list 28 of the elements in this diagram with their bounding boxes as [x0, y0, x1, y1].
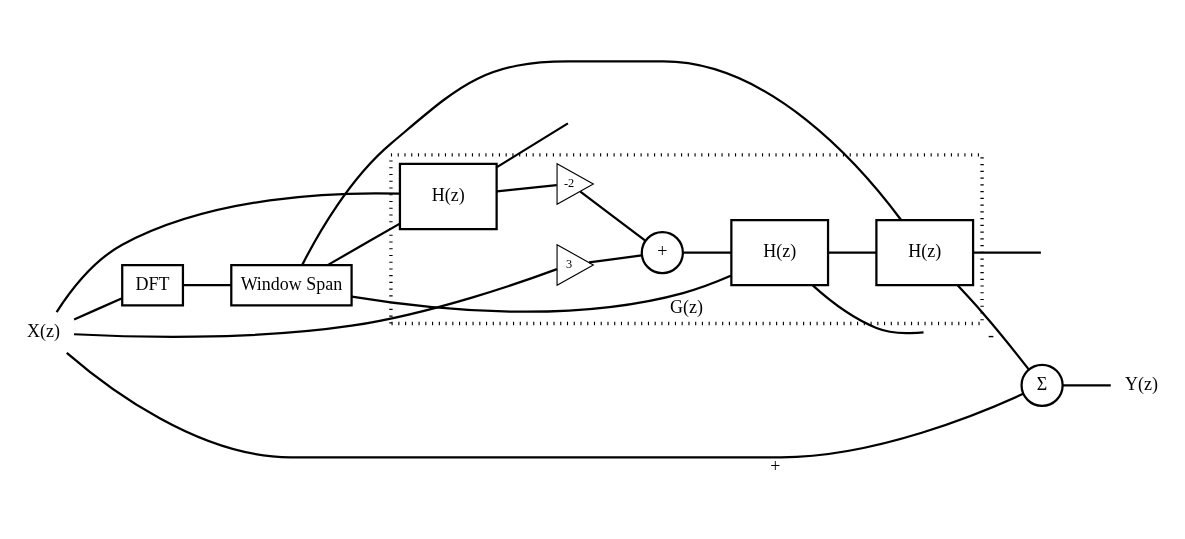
connector: [66, 351, 1024, 459]
connector: [812, 284, 924, 335]
connector: [828, 251, 877, 254]
node-text: X(z): [27, 320, 60, 341]
node-text: Y(z): [1125, 373, 1158, 394]
connector: [579, 190, 646, 242]
connector: [496, 122, 569, 169]
connector: [351, 274, 732, 313]
connector: [588, 254, 642, 264]
node-box: Window Span: [230, 263, 353, 307]
connector: [1062, 384, 1111, 387]
node-box: DFT: [121, 263, 185, 307]
edge-label: -: [988, 325, 994, 346]
node-circle: Σ: [1020, 363, 1064, 407]
connector: [683, 251, 732, 254]
node-box: H(z): [398, 162, 498, 231]
node-box: H(z): [875, 218, 975, 287]
connector: [74, 268, 558, 338]
connector: [496, 184, 557, 193]
node-circle: +: [640, 230, 684, 275]
node-box: H(z): [730, 218, 830, 287]
connector: [327, 222, 401, 266]
connector: [973, 251, 1041, 254]
connector: [956, 284, 1030, 371]
connector: [73, 297, 123, 321]
connector: [301, 60, 902, 266]
edge-label: +: [770, 455, 781, 476]
connector: [183, 284, 232, 287]
